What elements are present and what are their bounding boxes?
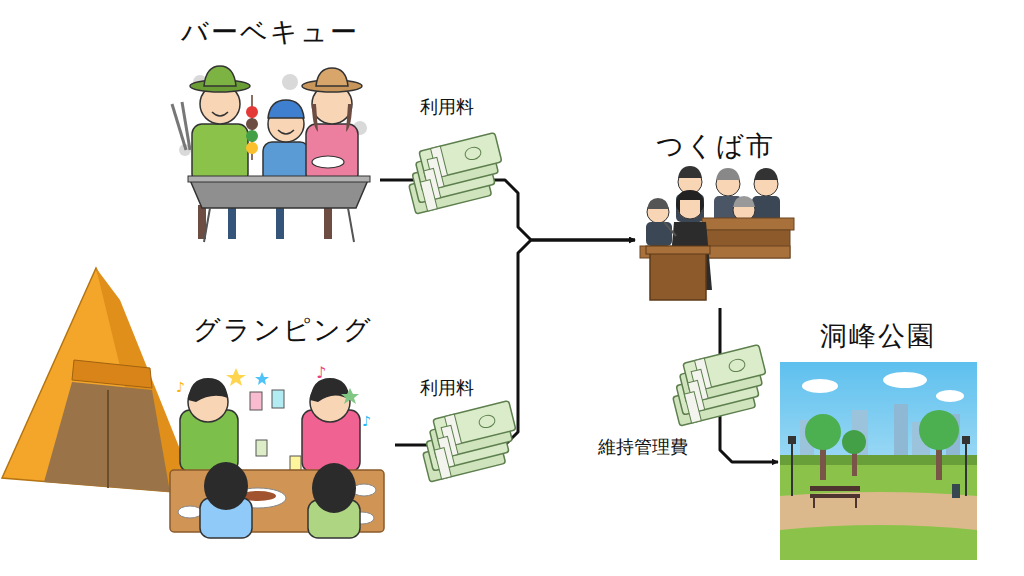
money-stack xyxy=(415,401,523,482)
council-illustration xyxy=(640,166,794,300)
node-title: つくば市 xyxy=(635,130,795,162)
activity-node: バーベキュー xyxy=(160,8,380,245)
edge-label: 維持管理費 xyxy=(598,436,688,458)
node-title: 洞峰公園 xyxy=(778,320,978,352)
node-title: グランピング xyxy=(190,314,375,346)
bbq-illustration xyxy=(172,66,370,242)
city-node: つくば市 xyxy=(635,128,795,308)
edge-label: 利用料 xyxy=(420,377,474,399)
park-node: 洞峰公園 xyxy=(778,318,978,563)
money-stack xyxy=(401,133,509,214)
money-stack xyxy=(665,345,773,426)
node-title: バーベキュー xyxy=(160,16,380,48)
edge-label: 利用料 xyxy=(420,96,474,118)
glamping-illustration: ♪ ♪ ♪ xyxy=(2,268,384,538)
flow-arrow xyxy=(395,240,635,445)
park-illustration xyxy=(780,362,977,560)
svg-text:♪: ♪ xyxy=(316,363,326,382)
svg-text:♪: ♪ xyxy=(362,413,371,429)
svg-text:♪: ♪ xyxy=(176,379,185,395)
activity-node: グランピング xyxy=(0,262,395,540)
